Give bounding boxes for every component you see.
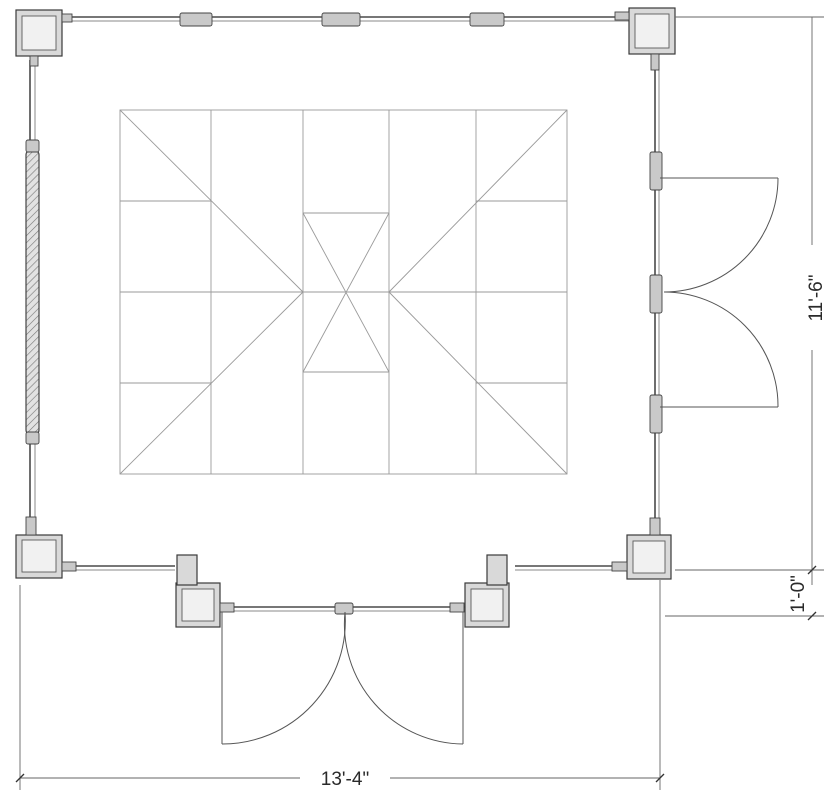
left-wall-panel [25, 149, 40, 436]
depth-dimension-label: 11'-6" [806, 275, 824, 322]
corner-post-top-left [15, 9, 73, 67]
width-dimension-label: 13'-4" [321, 769, 369, 790]
wall-connectors [25, 12, 663, 615]
dimension-width: 13'-4" [15, 580, 665, 790]
bumpout-post-left [175, 554, 235, 628]
corner-post-bottom-left [15, 516, 77, 579]
front-double-door [221, 611, 464, 745]
side-double-door [660, 177, 779, 408]
walls [29, 16, 660, 612]
roof-outline [119, 109, 568, 475]
corner-post-bottom-right [611, 517, 672, 580]
dimension-depth: 11'-6" 1'-0" [665, 16, 824, 621]
bumpout-post-right [449, 554, 510, 628]
corner-post-top-right [614, 7, 676, 71]
bump-dimension-label: 1'-0" [788, 575, 809, 613]
